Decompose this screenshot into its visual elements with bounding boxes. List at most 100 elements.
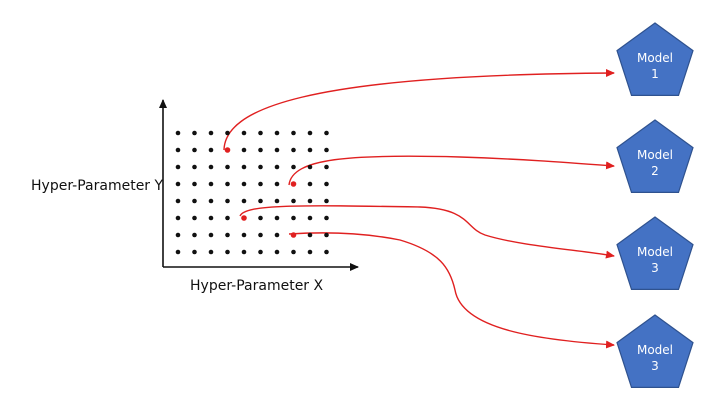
grid-dot (258, 147, 263, 153)
model-node-4: Model 3 (616, 314, 694, 388)
connector-arrow-1 (223, 69, 615, 151)
grid-dot (291, 215, 296, 221)
grid-dot (225, 232, 230, 238)
connector-arrow-2 (288, 155, 615, 186)
grid-dot (175, 232, 181, 238)
grid-dot (208, 215, 214, 221)
grid-dot (241, 232, 247, 238)
grid-dot (307, 181, 313, 187)
grid-dot (175, 147, 181, 153)
grid-dot (241, 130, 247, 136)
model-node-3: Model 3 (616, 216, 694, 290)
model-label: Model (637, 51, 673, 65)
grid-dot (307, 130, 313, 136)
grid-dot (307, 249, 313, 255)
grid-dot (324, 164, 329, 170)
grid-dot (208, 232, 214, 238)
grid-dot (324, 232, 329, 238)
grid-dot (225, 249, 230, 255)
grid-dot (208, 164, 214, 170)
grid-dot (225, 198, 230, 204)
grid-dot (241, 181, 247, 187)
grid-dot (225, 215, 230, 221)
grid-dot (258, 249, 263, 255)
grid-dot (225, 164, 230, 170)
grid-dot (241, 164, 247, 170)
model-node-1: Model 1 (616, 22, 694, 97)
grid-dot (258, 164, 263, 170)
grid-dot (324, 198, 329, 204)
x-axis-label: Hyper-Parameter X (190, 278, 324, 294)
grid-dot (175, 215, 181, 221)
grid-dot (291, 130, 296, 136)
grid-dot (208, 181, 214, 187)
grid-dot (324, 130, 329, 136)
grid-dot (225, 130, 230, 136)
grid-dot (324, 147, 329, 153)
grid-dot (307, 147, 313, 153)
grid-dot (307, 232, 313, 238)
grid-dot (175, 249, 181, 255)
grid-dot (208, 249, 214, 255)
grid-dot (258, 181, 263, 187)
grid-dot (175, 130, 181, 136)
y-axis-label: Hyper-Parameter Y (31, 178, 164, 194)
grid-dot (175, 198, 181, 204)
grid-dot (241, 249, 247, 255)
grid-dot (208, 147, 214, 153)
grid-dot (192, 249, 197, 255)
grid-dot (324, 215, 329, 221)
grid-dot (258, 130, 263, 136)
grid-dot (258, 198, 263, 204)
grid-dot (307, 215, 313, 221)
grid-dots (175, 130, 329, 255)
selected-grid-dot (224, 147, 231, 153)
grid-dot (208, 130, 214, 136)
model-number: 1 (651, 67, 659, 81)
grid-dot (192, 215, 197, 221)
grid-dot (258, 215, 263, 221)
grid-dot (274, 232, 280, 238)
model-pentagon (616, 216, 694, 290)
grid-dot (192, 232, 197, 238)
model-label: Model (637, 343, 673, 357)
grid-dot (274, 130, 280, 136)
model-pentagon (616, 314, 694, 388)
model-number: 3 (651, 261, 659, 275)
grid-dot (291, 198, 296, 204)
model-pentagon (616, 22, 694, 97)
grid-dot (324, 181, 329, 187)
grid-dot (274, 249, 280, 255)
grid-dot (274, 164, 280, 170)
grid-dot (274, 215, 280, 221)
grid-dot (192, 164, 197, 170)
grid-dot (192, 181, 197, 187)
model-label: Model (637, 245, 673, 259)
grid-dot (291, 164, 296, 170)
grid-dot (274, 198, 280, 204)
connector-arrow-3 (239, 205, 615, 259)
grid-dot (274, 181, 280, 187)
model-number: 3 (651, 359, 659, 373)
model-pentagon (616, 119, 694, 193)
grid-dot (291, 249, 296, 255)
grid-dot (274, 147, 280, 153)
selected-grid-dot (241, 215, 247, 221)
grid-dot (307, 164, 313, 170)
grid-dot (175, 164, 181, 170)
grid-dot (258, 232, 263, 238)
grid-dot (192, 130, 197, 136)
model-label: Model (637, 148, 673, 162)
grid-dot (324, 249, 329, 255)
grid-dot (208, 198, 214, 204)
selected-grid-dot (290, 181, 297, 187)
connector-arrow-4 (288, 232, 615, 349)
grid-dot (192, 198, 197, 204)
grid-dot (241, 147, 247, 153)
grid-dot (241, 198, 247, 204)
grid-dot (175, 181, 181, 187)
grid-dot (225, 181, 230, 187)
